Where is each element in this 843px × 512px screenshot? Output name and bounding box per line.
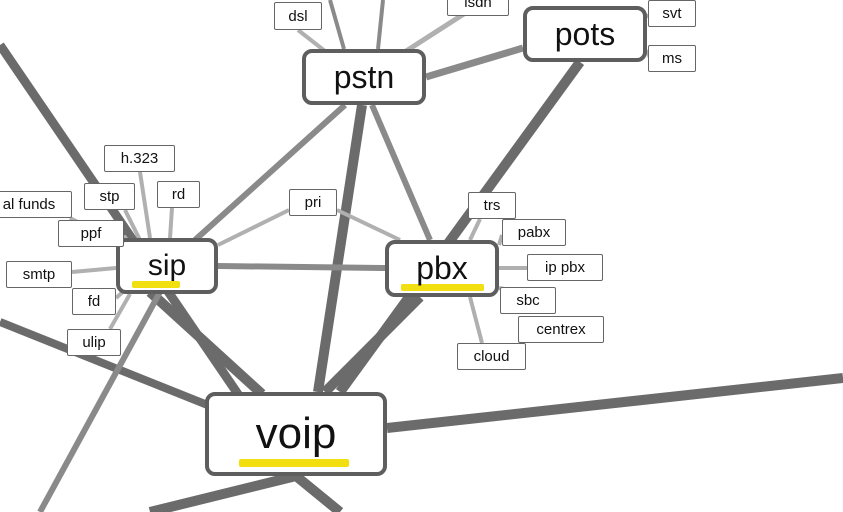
highlight-mark [401,284,484,291]
edge-pstn-voip [313,104,367,393]
edge-stp-sip [123,209,142,241]
edge-pots-svt [645,13,650,19]
node-label: dsl [288,7,308,25]
node-label: sbc [516,292,540,309]
node-pots[interactable]: pots [523,6,647,62]
edge-offscreen-voip-2 [0,318,217,412]
node-svt[interactable]: svt [648,0,696,27]
node-label: ulip [82,334,106,351]
highlight-mark [132,281,180,288]
node-ppf[interactable]: ppf [58,220,124,247]
node-label: pbx [416,250,468,286]
node-dsl[interactable]: dsl [274,2,322,30]
node-label: isdn [464,0,492,11]
node-trs[interactable]: trs [468,192,516,219]
node-label: pri [304,194,322,211]
node-rd[interactable]: rd [157,181,200,208]
edge-pstn-up-2 [376,0,385,50]
node-label: stp [99,188,120,205]
node-ulip[interactable]: ulip [67,329,121,356]
edge-ulip-sip [108,293,132,330]
node-label: h.323 [120,150,159,167]
node-label: fd [87,293,101,310]
node-stp[interactable]: stp [84,183,135,210]
edge-isdn-pstn [398,7,472,58]
node-pbx[interactable]: pbx [385,240,499,297]
node-label: pstn [333,58,395,95]
node-smtp[interactable]: smtp [6,261,72,288]
edge-pstn-sip [192,102,348,243]
node-sbc[interactable]: sbc [500,287,556,314]
edge-trs-pbx [468,218,482,241]
node-label: centrex [536,321,586,338]
node-sip[interactable]: sip [116,238,218,294]
node-pri[interactable]: pri [289,189,337,216]
edge-smtp-sip [71,266,117,274]
node-label: sip [147,249,187,282]
edge-pbx-voip [321,293,424,396]
node-label: smtp [22,266,56,283]
edge-pstn-pots [424,44,525,81]
node-label: voip [255,409,337,458]
node-voip[interactable]: voip [205,392,387,476]
edge-pabx-pbx [497,234,504,246]
edge-voip-offscreen-bottom-2 [148,471,298,512]
node-label: ip pbx [544,259,586,276]
node-label: al funds [2,196,56,213]
node-cloud[interactable]: cloud [457,343,526,370]
node-label: pabx [517,224,551,241]
edge-pstn-pbx [369,103,433,242]
edge-h323-sip [138,171,152,239]
node-label: pots [554,15,616,52]
node-ms[interactable]: ms [648,45,696,72]
edge-sip-offscreen [37,290,163,512]
edge-sip-pri [217,208,290,247]
node-pstn[interactable]: pstn [302,49,426,105]
node-isdn[interactable]: isdn [447,0,509,16]
edge-pri-pbx [336,208,401,242]
node-label: rd [171,186,186,203]
edge-sip-pbx [217,263,386,271]
node-label: trs [483,197,501,214]
highlight-mark [239,459,349,467]
node-label: cloud [473,348,510,365]
edge-sip-voip [146,288,266,398]
node-label: svt [662,5,682,22]
node-fd[interactable]: fd [72,288,116,315]
edge-pbx-cloud [468,296,484,344]
edge-voip-offscreen-bottom [292,472,344,512]
node-pabx[interactable]: pabx [502,219,566,246]
node-centrex[interactable]: centrex [518,316,604,343]
node-ippbx[interactable]: ip pbx [527,254,603,281]
node-h323[interactable]: h.323 [104,145,175,172]
node-label: ppf [80,225,102,242]
edge-pstn-up [328,0,346,50]
node-funds[interactable]: al funds [0,191,72,218]
edge-rd-sip [168,207,174,239]
edge-voip-offscreen-right [386,373,843,433]
node-label: ms [662,50,682,67]
